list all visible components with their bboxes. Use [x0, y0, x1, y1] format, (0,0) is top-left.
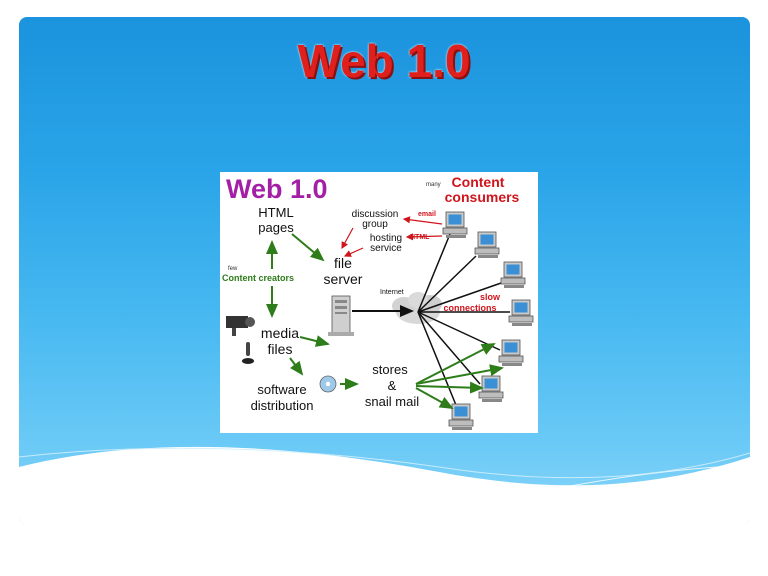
hosting-service-line1: hosting — [370, 233, 402, 244]
slide-background — [19, 17, 750, 525]
stores-label: stores — [372, 362, 408, 377]
consumer-computer-icon — [498, 339, 524, 367]
content-consumers-line2: consumers — [445, 189, 520, 205]
slide-title: Web 1.0 — [297, 35, 471, 87]
snail-mail-label: snail mail — [365, 394, 419, 409]
content-creators-label: Content creators — [222, 273, 294, 283]
file-server-line2: server — [324, 271, 363, 287]
server-tower-icon — [328, 295, 354, 336]
html-arrow — [405, 233, 443, 241]
arrow-media-to-server — [299, 335, 330, 347]
email-arrow — [402, 216, 443, 225]
software-distribution-line1: software — [257, 382, 306, 397]
consumer-computer-icon — [442, 211, 468, 239]
media-files-line1: media — [261, 325, 299, 341]
diagram-canvas: Web 1.0 HTML pages few Content creators … — [222, 174, 534, 431]
content-consumers-line1: Content — [452, 174, 505, 190]
many-label: many — [426, 182, 441, 188]
decorative-wave — [19, 446, 750, 525]
software-distribution-line2: distribution — [251, 398, 314, 413]
html-pages-label-line2: pages — [258, 220, 294, 235]
consumer-computer-icon — [448, 403, 474, 431]
internet-to-consumers-lines — [417, 233, 510, 411]
slow-connections-line2: connections — [443, 303, 496, 313]
ampersand-label: & — [388, 378, 397, 393]
discussion-group-line2: group — [362, 219, 388, 230]
consumer-computer-icon — [508, 299, 534, 327]
arrow-pages-to-server — [291, 233, 325, 262]
web-1-0-diagram: Web 1.0 HTML pages few Content creators … — [220, 172, 538, 433]
arrow-media-to-software — [289, 357, 304, 376]
diagram-heading: Web 1.0 — [226, 174, 328, 204]
file-server-line1: file — [334, 255, 352, 271]
internet-label: Internet — [380, 289, 404, 296]
cd-disc-icon — [319, 375, 337, 393]
email-label: email — [418, 211, 436, 218]
media-files-line2: files — [268, 341, 293, 357]
microphone-icon — [242, 342, 254, 364]
discussion-group-line1: discussion — [352, 209, 399, 220]
video-camera-icon — [226, 316, 255, 336]
few-label: few — [228, 266, 238, 272]
hosting-arrow — [343, 247, 364, 257]
hosting-service-line2: service — [370, 243, 402, 254]
html-pages-label-line1: HTML — [258, 205, 293, 220]
slow-connections-line1: slow — [480, 292, 501, 302]
html-tag-label: HTML — [410, 234, 430, 241]
consumer-computer-icon — [478, 375, 504, 403]
consumer-computer-icon — [474, 231, 500, 259]
discussion-arrow — [341, 227, 354, 250]
consumer-computer-icon — [500, 261, 526, 289]
stores-to-consumers-arrows — [415, 343, 504, 409]
